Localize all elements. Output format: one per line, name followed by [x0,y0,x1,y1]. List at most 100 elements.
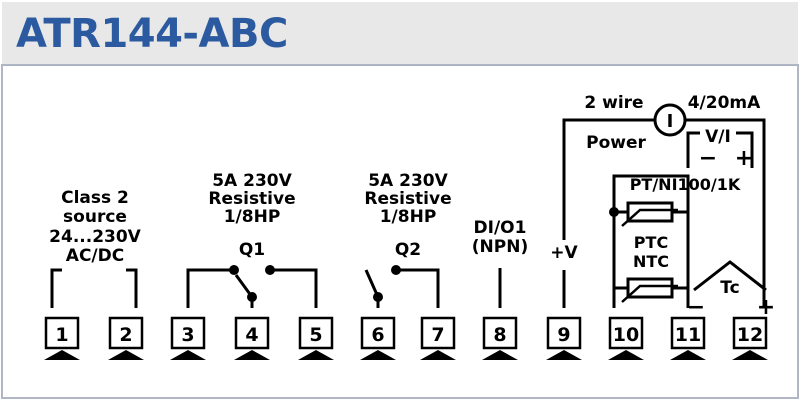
terminal-10: 10 [608,316,644,360]
power-supply-group: Class 2 source 24...230V AC/DC [49,188,142,308]
terminal-base-icon [360,350,396,360]
terminal-box [298,316,334,350]
terminal-number: 12 [737,324,763,346]
q2-resistive-label: Resistive [364,189,451,209]
q2-rating-label: 5A 230V [368,171,448,191]
ptc-label: PTC [634,233,668,252]
terminal-4: 4 [234,316,270,360]
tc-minus-sign: − [687,295,705,320]
vi-bracket [686,131,754,168]
vi-minus-sign: − [699,146,717,171]
terminal-box [482,316,518,350]
terminal-box [732,316,768,350]
terminal-number: 5 [309,324,322,346]
q1-switch-arm [234,274,254,308]
terminal-8: 8 [482,316,518,360]
terminal-base-icon [298,350,334,360]
voltage-range-label: 24...230V [49,227,142,247]
terminal-base-icon [482,350,518,360]
ntc-label: NTC [633,252,669,271]
terminal-base-icon [234,350,270,360]
dio1-group: DI/O1 (NPN) [472,218,528,308]
terminal-6: 6 [360,316,396,360]
two-wire-transmitter-group: +V I 2 wire 4/20mA Power [550,93,766,308]
thermocouple-group: Tc − + [687,260,775,320]
terminal-number: 6 [371,324,384,346]
vi-plus-sign: + [735,146,753,171]
terminal-box [670,316,706,350]
q2-switch-arm [364,269,380,308]
terminal-box [170,316,206,350]
terminal-11: 11 [670,316,706,360]
npn-label: (NPN) [472,237,528,257]
terminal-box [108,316,144,350]
q1-rating-label: 5A 230V [212,171,292,191]
terminal-9: 9 [546,316,582,360]
terminal-3: 3 [170,316,206,360]
terminal-12: 12 [732,316,768,360]
terminal-7: 7 [420,316,456,360]
terminal-base-icon [670,350,706,360]
terminal-base-icon [546,350,582,360]
power-label: Power [586,133,646,153]
terminal-box [360,316,396,350]
two-wire-loop-right [685,118,766,308]
dio1-label: DI/O1 [474,218,527,238]
vi-input-group: V/I − + [686,127,754,171]
terminal-box [234,316,270,350]
terminal-number: 7 [431,324,444,346]
q2-no-wire [400,268,440,308]
tc-label: Tc [720,278,739,298]
terminal-box [546,316,582,350]
acdc-label: AC/DC [66,246,124,266]
rtd-wires [612,174,690,308]
terminal-number: 10 [613,324,639,346]
rtd-variable-arrow [621,208,678,227]
two-wire-loop-left [562,118,655,240]
q1-no-wire [274,268,318,308]
terminal-number: 1 [55,324,68,346]
terminal-number: 8 [493,324,506,346]
ptc-ntc-group: PTC NTC [614,233,688,303]
supply-wires [50,268,138,308]
class2-label: Class 2 [61,188,129,208]
terminal-2: 2 [108,316,144,360]
thermocouple-symbol [693,260,767,292]
terminal-box [608,316,644,350]
rtd-input-group: PT/NI100/1K [609,174,741,308]
terminal-base-icon [732,350,768,360]
q2-name-label: Q2 [395,240,421,260]
q2-hp-label: 1/8HP [380,207,437,227]
panel-border [1,64,799,399]
terminal-base-icon [420,350,456,360]
source-label: source [63,207,127,227]
terminal-number: 2 [119,324,132,346]
range-label: 4/20mA [688,93,761,113]
q2-no-contact [391,265,401,275]
terminal-base-icon [608,350,644,360]
rtd-resistor-icon [626,201,674,223]
terminal-base-icon [108,350,144,360]
thermistor-icon [626,277,674,299]
terminal-number: 9 [557,324,570,346]
relay-q2-group: 5A 230V Resistive 1/8HP Q2 [364,171,452,308]
q2-common-contact [373,292,383,302]
terminal-base-icon [170,350,206,360]
current-symbol: I [667,111,674,132]
plus-v-label: +V [550,243,578,263]
vi-label: V/I [705,127,731,147]
q1-hp-label: 1/8HP [224,207,281,227]
q1-name-label: Q1 [239,240,265,260]
two-wire-label: 2 wire [584,93,643,113]
tc-plus-sign: + [757,295,775,320]
thermistor-variable-arrow [621,284,678,303]
q1-resistive-label: Resistive [208,189,295,209]
q1-nc-wire [186,268,230,308]
wiring-diagram: Class 2 source 24...230V AC/DC 5A 230V R… [1,64,799,399]
q1-nc-contact [229,265,239,275]
terminal-1: 1 [44,316,80,360]
page-title: ATR144-ABC [16,11,288,57]
terminal-box [420,316,456,350]
terminal-number: 4 [245,324,258,346]
